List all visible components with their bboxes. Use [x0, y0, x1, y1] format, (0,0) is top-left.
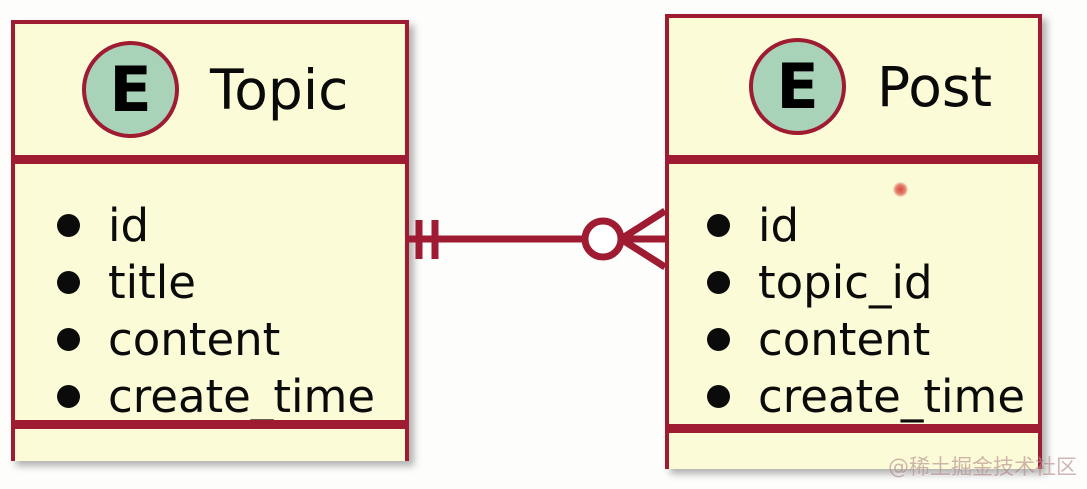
attribute-row[interactable]: id [15, 203, 149, 248]
header-divider-post [669, 155, 1038, 164]
attribute-label: title [108, 256, 196, 309]
footer-divider-post [669, 424, 1038, 433]
attribute-row[interactable]: content [669, 317, 930, 362]
header-divider-topic [15, 155, 405, 164]
entity-footer-topic [15, 429, 405, 461]
attribute-list-post: id topic_id content create_time [669, 164, 1038, 424]
entity-header-post: E Post [669, 18, 1038, 155]
entity-header-topic: E Topic [15, 24, 405, 155]
attribute-row[interactable]: id [669, 203, 799, 248]
footer-divider-topic [15, 420, 405, 429]
attribute-label: id [108, 199, 150, 252]
crowsfoot-prong-bottom [619, 236, 667, 270]
attribute-row[interactable]: content [15, 317, 280, 362]
attribute-bullet-icon [57, 271, 80, 294]
attribute-bullet-icon [57, 385, 80, 408]
watermark: @稀土掘金技术社区 [888, 455, 1077, 479]
attribute-bullet-icon [707, 271, 730, 294]
attribute-label: content [758, 313, 931, 366]
attribute-bullet-icon [57, 214, 80, 237]
attribute-label: id [758, 199, 800, 252]
attribute-bullet-icon [707, 328, 730, 351]
attribute-row[interactable]: create_time [15, 374, 375, 419]
attribute-label: topic_id [758, 256, 933, 309]
attribute-bullet-icon [57, 328, 80, 351]
entity-footer-post [669, 433, 1038, 469]
attribute-label: content [108, 313, 281, 366]
entity-title-post: Post [877, 54, 993, 119]
attribute-label: create_time [758, 370, 1026, 423]
entity-box-topic[interactable]: E Topic id title content create_time [11, 20, 409, 461]
cardinality-zero-circle [581, 217, 625, 261]
entity-box-post[interactable]: E Post id topic_id content create_time [665, 14, 1042, 469]
attribute-row[interactable]: title [15, 260, 196, 305]
attribute-list-topic: id title content create_time [15, 164, 405, 420]
attribute-row[interactable]: create_time [669, 374, 1025, 419]
attribute-bullet-icon [707, 214, 730, 237]
entity-badge-icon: E [749, 38, 846, 135]
attribute-row[interactable]: topic_id [669, 260, 933, 305]
entity-badge-icon: E [82, 41, 179, 138]
attribute-bullet-icon [707, 385, 730, 408]
crowsfoot-prong-top [619, 208, 667, 242]
attribute-label: create_time [108, 370, 376, 423]
red-speck-artifact [893, 182, 908, 197]
entity-title-topic: Topic [210, 57, 349, 122]
